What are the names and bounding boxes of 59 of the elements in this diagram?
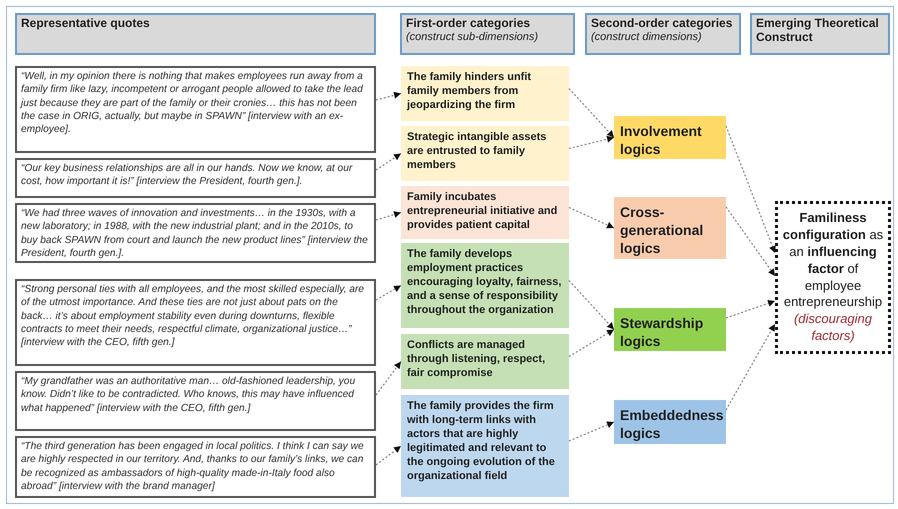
quote-text: “Strong personal ties with all employees, and the most skilled especially, are of the utmost importance. And these ties are not just about pats on the back… it’s about employment stability even during downturns, flexible contracts to meet their needs, respectful climate, organizational justice…” [interview with the CEO, fifth gen.]	[21, 283, 365, 350]
quote-box	[15, 436, 376, 498]
category-box	[401, 66, 569, 121]
header-title: Representative quotes	[21, 17, 151, 31]
arrow	[376, 211, 402, 220]
category-text: Conflicts are managed through listening, respect, fair compromise	[407, 338, 546, 380]
arrow	[568, 280, 614, 330]
header-title: Emerging Theoretical Construct	[756, 17, 880, 45]
construct-box	[775, 201, 891, 354]
arrow	[376, 92, 402, 100]
arrow	[568, 329, 614, 357]
arrow	[726, 206, 776, 276]
quote-text: “The third generation has been engaged in local politics. I think I can say we are highly respected in our territory. And, thanks to our family’s links, we can be recognized as ambassadors of high-quality made-in-Italy food also abroad” [interview with the brand manager]	[21, 440, 365, 493]
header-title: Second-order categories	[591, 17, 734, 31]
dimension-box	[614, 197, 726, 259]
quote-box	[15, 371, 376, 431]
column-header	[15, 13, 376, 55]
arrow	[726, 300, 776, 318]
category-box	[401, 395, 569, 497]
dimension-text: Stewardship logics	[620, 314, 704, 350]
dimension-box	[614, 116, 726, 159]
arrow	[726, 126, 776, 254]
quote-text: “Our key business relationships are all in our hands. Now we know, at our cost, how important it is!” [interview the President, fourth gen.].	[21, 162, 354, 188]
construct-note: (discouraging factors)	[792, 311, 874, 346]
dimension-text: Cross-generational logics	[620, 203, 704, 258]
dimension-box	[614, 400, 726, 444]
quote-box	[15, 66, 376, 153]
column-header	[750, 13, 890, 55]
arrow	[568, 88, 614, 138]
column-header	[400, 13, 575, 55]
quote-text: “We had three waves of innovation and investments… in the 1930s, with a new laboratory; in 1988, with the new industrial plant; and in the 2010s, to buy back SPAWN from court and launch the new product lines” [interview the President, fourth gen.].	[21, 207, 369, 260]
category-text: The family provides the firm with long-term links with actors that are highly legitimated and relevant to the ongoing evolution of the organizational field	[407, 399, 556, 484]
arrow	[568, 136, 614, 149]
column-header	[585, 13, 741, 55]
header-subtitle: (construct sub-dimensions)	[406, 30, 540, 44]
header-subtitle: (construct dimensions)	[591, 30, 703, 44]
arrow	[726, 324, 776, 410]
arrow	[568, 422, 614, 442]
arrow	[376, 285, 402, 300]
category-text: Family incubates entrepreneurial initiative and provides patient capital	[407, 190, 558, 232]
category-box	[401, 126, 569, 181]
quote-text: “My grandfather was an authoritative man… old-fashioned leadership, you know. Didn’t like to be contradicted. Who knows, this may have influenced what happened” [interview with the CEO, fifth gen.]	[21, 375, 356, 415]
category-box	[401, 186, 569, 239]
dimension-box	[614, 308, 726, 351]
arrow	[376, 361, 402, 396]
arrow	[376, 446, 402, 466]
category-text: Strategic intangible assets are entrusted to family members	[407, 130, 548, 172]
arrow	[376, 153, 402, 170]
quote-text: “Well, in my opinion there is nothing that makes employees run away from a family firm like lazy, incompetent or arrogant people allowed to take the lead just because they are part of the family or their cronies… this has not been the case in ORIG, actually, but maybe in SPAWN” [interview with an ex-employee].	[21, 70, 364, 136]
category-box	[401, 334, 569, 389]
quote-box	[15, 279, 376, 366]
category-text: The family develops employment practices encouraging loyalty, fairness, and a sense of responsibility throughout the organization	[407, 247, 562, 318]
quote-box	[15, 158, 376, 198]
construct-text: Familiness configuration as an influencing factor of employee entrepreneurship	[782, 210, 884, 312]
category-box	[401, 243, 569, 328]
dimension-text: Involvement logics	[620, 122, 703, 158]
category-text: The family hinders unfit family members from jeopardizing the firm	[407, 70, 532, 112]
header-title: First-order categories	[406, 17, 532, 31]
arrow	[568, 207, 614, 228]
